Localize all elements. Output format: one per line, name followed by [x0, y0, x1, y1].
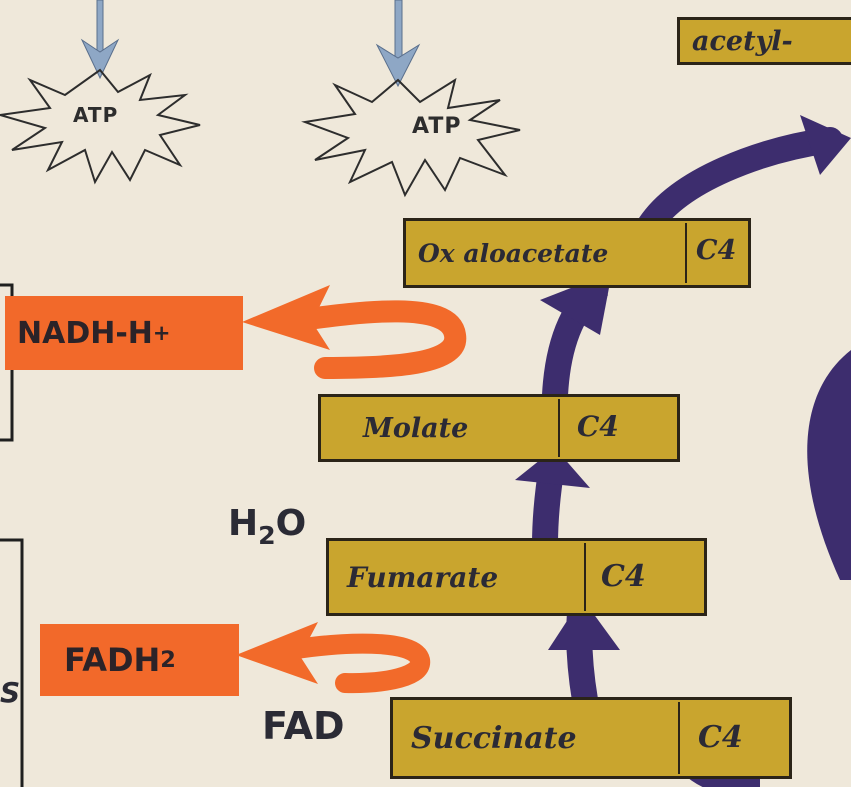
- water-label: H2O: [228, 503, 306, 550]
- nadh-superscript: +: [152, 321, 171, 345]
- fumarate-carbon: C4: [601, 559, 646, 594]
- orange-arrow-fadh2: [236, 622, 430, 694]
- orange-arrow-nadh: [242, 285, 467, 379]
- nadh-label: NADH-H: [17, 315, 153, 351]
- purple-disk-right: [807, 350, 851, 580]
- atp-burst-left: [0, 68, 201, 185]
- oxaloacetate-label: Ox aloacetate: [418, 238, 609, 268]
- malate-box: Molate C4: [318, 394, 680, 462]
- blue-arrow-left: [80, 0, 120, 80]
- atp-label-right: ATP: [412, 114, 462, 139]
- left-box-outline: [0, 538, 24, 787]
- atp-burst-right: [301, 77, 521, 198]
- succinate-carbon: C4: [698, 720, 743, 755]
- water-o: O: [275, 503, 307, 544]
- malate-divider: [558, 399, 560, 457]
- water-h: H: [228, 503, 259, 544]
- acetyl-label: acetyl-: [692, 25, 793, 57]
- succinate-divider: [678, 702, 680, 774]
- malate-label: Molate: [363, 412, 469, 444]
- malate-carbon: C4: [577, 410, 619, 443]
- fadh2-subscript: 2: [160, 647, 176, 673]
- cycle-arrowhead-top: [800, 115, 851, 175]
- cycle-arrowhead-fumarate: [548, 598, 620, 650]
- left-edge-fragment: S: [0, 676, 21, 709]
- cycle-arrowhead-malate: [515, 448, 590, 488]
- water-subscript: 2: [258, 520, 276, 550]
- oxaloacetate-box: Ox aloacetate C4: [403, 218, 751, 288]
- cycle-arc-upper: [637, 127, 843, 238]
- succinate-label: Succinate: [411, 720, 577, 756]
- fad-label: FAD: [262, 704, 345, 748]
- succinate-box: Succinate C4: [390, 697, 792, 779]
- oxaloacetate-carbon: C4: [696, 235, 737, 266]
- fumarate-divider: [584, 543, 586, 611]
- fadh2-label: FADH: [64, 641, 161, 679]
- acetyl-box: acetyl-: [677, 17, 851, 65]
- fumarate-label: Fumarate: [347, 560, 499, 594]
- nadh-box: NADH-H+: [5, 296, 243, 370]
- blue-arrow-right: [375, 0, 421, 88]
- atp-label-left: ATP: [73, 103, 119, 127]
- fumarate-box: Fumarate C4: [326, 538, 707, 616]
- oxaloacetate-divider: [685, 223, 687, 283]
